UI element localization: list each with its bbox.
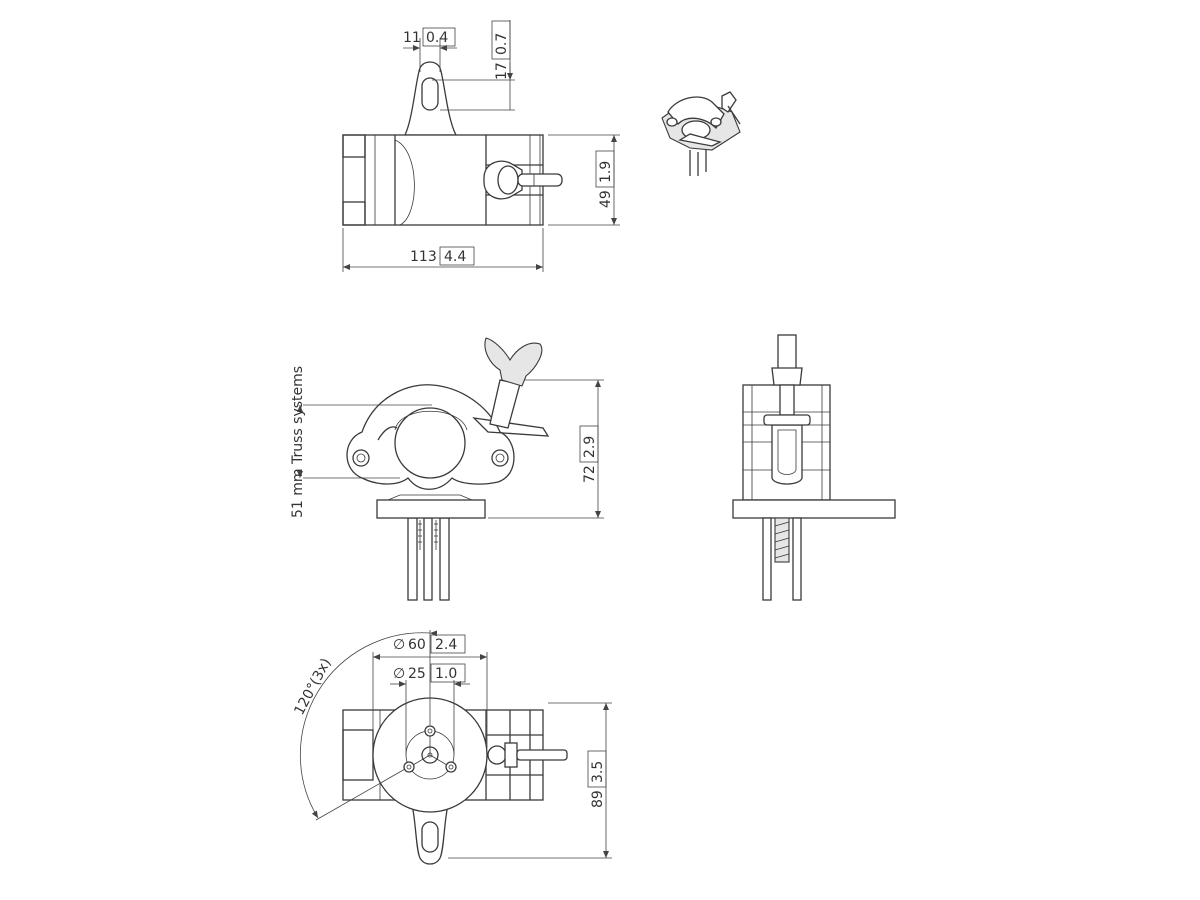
pin-side-right: [792, 517, 802, 601]
bolt-front: [489, 379, 521, 429]
dia-symbol-outer: ∅: [393, 637, 405, 653]
dim-outer-dia-mm: 60: [408, 637, 426, 653]
base-plate-side: [732, 499, 896, 519]
dim-front-height-mm: 72: [582, 465, 598, 483]
bottom-view: 120°(3x) ∅ 60 2.4 ∅ 25 1.0 89 3.5: [291, 630, 612, 865]
top-view: 11 0.4 17 0.7 49 1.9 113 4.4: [342, 20, 620, 272]
angle-label: 120°(3x): [291, 656, 334, 718]
tab-slot: [421, 77, 439, 111]
dim-outer-dia-in: 2.4: [435, 637, 457, 653]
dim-tab-offset-in: 0.7: [494, 33, 510, 55]
pin-side-left: [762, 517, 772, 601]
isometric-view: [661, 91, 741, 176]
dim-inner-dia-mm: 25: [408, 666, 426, 682]
dim-length-mm: 113: [410, 249, 437, 265]
dim-height-in: 1.9: [598, 161, 614, 183]
wing-nut-front: [484, 337, 543, 387]
dia-symbol-inner: ∅: [393, 666, 405, 682]
truss-systems-label: 51 mm Truss systems: [290, 366, 306, 518]
dim-inner-dia-in: 1.0: [435, 666, 457, 682]
pin-left: [407, 517, 418, 601]
front-view: 51 mm Truss systems 72 2.9: [290, 337, 604, 601]
dim-height-mm: 49: [598, 190, 614, 208]
dim-bottom-height-mm: 89: [590, 790, 606, 808]
pin-right: [439, 517, 450, 601]
dim-tab-width-in: 0.4: [426, 30, 448, 46]
base-plate-front: [376, 499, 486, 519]
dim-length-in: 4.4: [444, 249, 466, 265]
dim-tab-offset-mm: 17: [494, 62, 510, 80]
truss-opening: [394, 407, 466, 479]
dim-bottom-height-in: 3.5: [590, 761, 606, 783]
dim-front-height-in: 2.9: [582, 436, 598, 458]
side-view: [732, 334, 896, 601]
bolt-bottom: [516, 749, 568, 761]
dim-tab-width-mm: 11: [403, 30, 421, 46]
bolt-top: [517, 173, 563, 187]
